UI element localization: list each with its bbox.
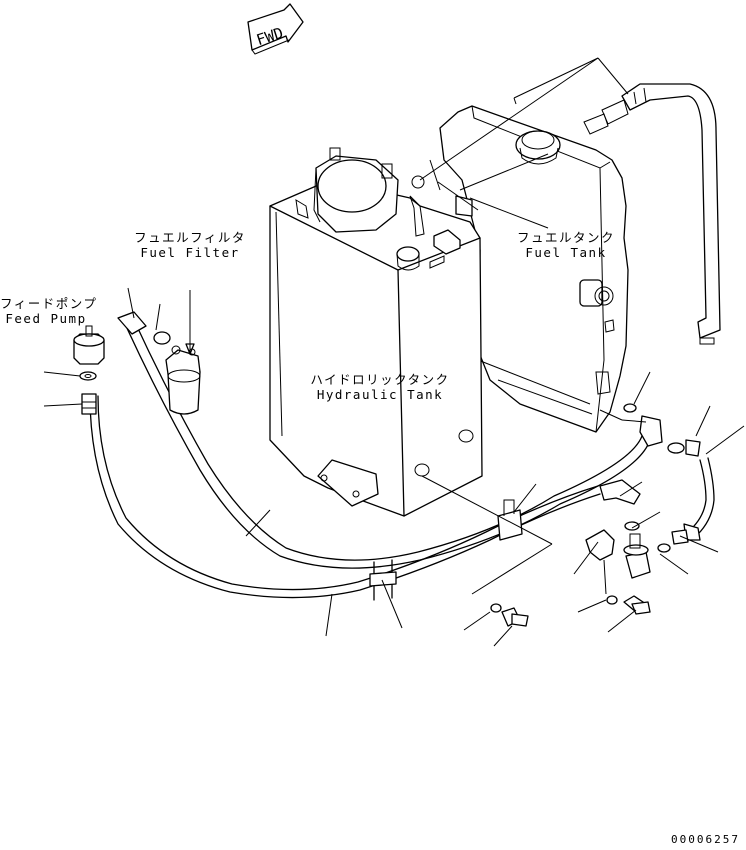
fuel-tank: [439, 105, 629, 433]
feed-pump: [73, 325, 105, 415]
fuel-filter-label-en: Fuel Filter: [140, 245, 240, 260]
hydraulic-tank-label: ハイドロリックタンク Hydraulic Tank: [300, 372, 460, 402]
drawing-number: 00006257: [671, 833, 740, 846]
fuel-filter-label: フュエルフィルタ Fuel Filter: [130, 230, 250, 260]
feed-pump-label-en: Feed Pump: [5, 311, 87, 326]
fuel-hoses: [89, 311, 715, 601]
feed-pump-label: フィードポンプ Feed Pump: [0, 296, 98, 326]
fuel-tank-label-ja: フュエルタンク: [516, 230, 615, 245]
feed-pump-label-ja: フィードポンプ: [0, 296, 98, 311]
hardware-parts: [411, 175, 701, 627]
hydraulic-tank: [269, 147, 483, 517]
hydraulic-tank-label-en: Hydraulic Tank: [316, 387, 444, 402]
fwd-arrow-icon: FWD: [247, 3, 304, 55]
fuel-tank-label: フュエルタンク Fuel Tank: [506, 230, 626, 260]
fuel-filter: [153, 290, 201, 415]
fuel-tank-label-en: Fuel Tank: [525, 245, 607, 260]
tank-strap: [583, 83, 721, 345]
fuel-filter-label-ja: フュエルフィルタ: [134, 230, 246, 245]
leader-lines: [43, 57, 745, 647]
hydraulic-tank-label-ja: ハイドロリックタンク: [310, 372, 450, 387]
